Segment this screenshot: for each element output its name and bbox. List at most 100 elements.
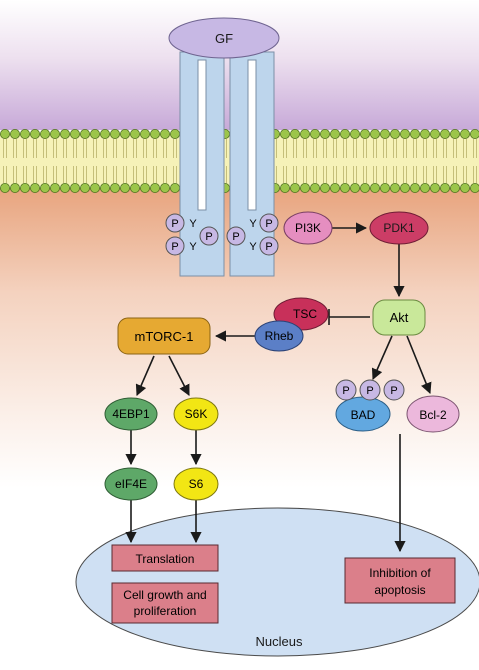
lipid-head xyxy=(289,182,300,193)
phospho-label-6: P xyxy=(265,241,272,253)
lipid-head xyxy=(429,128,440,139)
lipid-head xyxy=(409,128,420,139)
lipid-head xyxy=(439,128,450,139)
lipid-head xyxy=(149,182,160,193)
lipid-head xyxy=(319,128,330,139)
lipid-head xyxy=(110,182,121,193)
lipid-head xyxy=(169,128,180,139)
rheb-node: Rheb xyxy=(254,320,304,352)
lipid-head xyxy=(29,182,40,193)
lipid-head xyxy=(159,128,170,139)
arrow-akt-bad xyxy=(371,335,393,381)
lipid-head xyxy=(449,128,460,139)
lipid-head xyxy=(289,128,300,139)
akt-node: Akt xyxy=(372,299,426,336)
lipid-head xyxy=(0,182,10,193)
lipid-head xyxy=(90,182,101,193)
lipid-head xyxy=(50,182,61,193)
bad-phospho-2: P xyxy=(366,385,373,397)
eif4e-label: eIF4E xyxy=(115,477,147,491)
lipid-head xyxy=(359,128,370,139)
lipid-head xyxy=(149,128,160,139)
lipid-head xyxy=(309,128,320,139)
bcl2-label: Bcl-2 xyxy=(419,408,447,422)
lipid-head xyxy=(139,128,150,139)
lipid-head xyxy=(339,128,350,139)
lipid-head xyxy=(369,182,380,193)
bad-label: BAD xyxy=(351,408,376,422)
phospho-label-5: P xyxy=(265,218,272,230)
pi3k-node: PI3K xyxy=(283,211,333,245)
lipid-head xyxy=(50,128,61,139)
lipid-head xyxy=(169,182,180,193)
lipid-head xyxy=(299,182,310,193)
lipid-head xyxy=(40,182,51,193)
lipid-head xyxy=(470,129,479,139)
lipid-head xyxy=(329,182,340,193)
lipid-head xyxy=(80,182,91,193)
lipid-head xyxy=(459,182,470,193)
phospho-label-2: P xyxy=(171,241,178,253)
lipid-head xyxy=(419,182,430,193)
tyrosine-label-3: Y xyxy=(249,218,257,230)
lipid-head xyxy=(90,128,101,139)
arrow-mtorc1-s6k xyxy=(168,355,190,396)
bcl2-node: Bcl-2 xyxy=(406,395,460,433)
lipid-head xyxy=(9,128,20,139)
eif4e-node: eIF4E xyxy=(104,467,158,501)
lipid-head xyxy=(329,128,340,139)
pdk1-label: PDK1 xyxy=(383,221,415,235)
lipid-head xyxy=(110,128,121,139)
lipid-head xyxy=(379,182,390,193)
bad-node: BAD P P P xyxy=(335,379,405,432)
phosphotyrosine-group: P Y P Y P P Y P Y P xyxy=(165,213,279,256)
translation-box: Translation xyxy=(111,544,219,572)
lipid-head xyxy=(279,182,290,193)
lipid-head xyxy=(0,128,10,139)
lipid-head xyxy=(439,182,450,193)
pdk1-node: PDK1 xyxy=(369,211,429,245)
s6-node: S6 xyxy=(173,467,219,501)
lipid-head xyxy=(359,182,370,193)
lipid-head xyxy=(279,128,290,139)
cell-growth-line2: proliferation xyxy=(134,604,197,618)
lipid-head xyxy=(120,182,131,193)
lipid-head xyxy=(409,182,420,193)
lipid-head xyxy=(100,128,111,139)
gf-node: GF xyxy=(168,17,280,59)
tyrosine-label-4: Y xyxy=(249,241,257,253)
lipid-head xyxy=(449,182,460,193)
lipid-head xyxy=(40,128,51,139)
lipid-head xyxy=(429,182,440,193)
pi3k-label: PI3K xyxy=(295,221,321,235)
translation-label: Translation xyxy=(136,552,195,566)
lipid-head xyxy=(299,128,310,139)
lipid-head xyxy=(129,182,140,193)
lipid-head xyxy=(159,182,170,193)
akt-label: Akt xyxy=(390,310,409,325)
fourebp1-label: 4EBP1 xyxy=(112,407,150,421)
lipid-head xyxy=(70,182,81,193)
arrow-mtorc1-4ebp1 xyxy=(135,355,155,397)
lipid-head xyxy=(9,182,20,193)
lipid-head xyxy=(459,128,470,139)
lipid-head xyxy=(19,182,30,193)
apoptosis-line1: Inhibition of xyxy=(369,566,431,580)
bad-phospho-3: P xyxy=(390,385,397,397)
tyrosine-label-1: Y xyxy=(189,218,197,230)
lipid-head xyxy=(349,128,360,139)
lipid-head xyxy=(399,182,410,193)
phospho-label-4: P xyxy=(232,231,239,243)
lipid-head xyxy=(399,128,410,139)
lipid-head xyxy=(470,183,479,193)
apoptosis-line2: apoptosis xyxy=(374,583,425,597)
rheb-label: Rheb xyxy=(265,329,294,343)
nucleus-label: Nucleus xyxy=(256,634,303,649)
pathway-arrows xyxy=(125,222,432,553)
lipid-head xyxy=(19,128,30,139)
lipid-head xyxy=(369,128,380,139)
apoptosis-box: Inhibition of apoptosis xyxy=(344,557,456,604)
s6k-label: S6K xyxy=(185,407,208,421)
mtorc1-node: mTORC-1 xyxy=(117,317,211,355)
